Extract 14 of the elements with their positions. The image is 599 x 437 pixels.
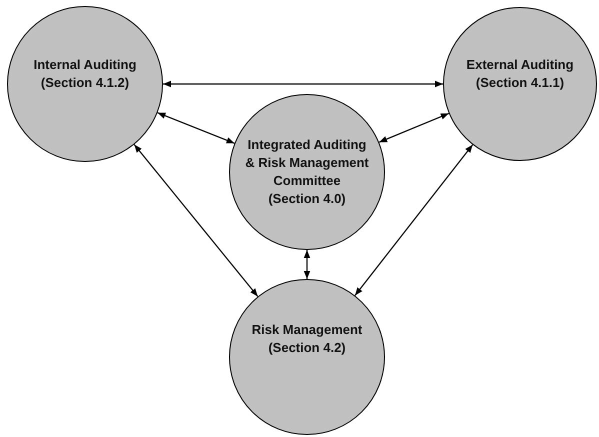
- node-label: External Auditing: [466, 56, 574, 74]
- node-label: Risk Management: [252, 321, 362, 339]
- node-label: (Section 4.1.2): [40, 74, 130, 92]
- node-label: (Section 4.1.1): [474, 74, 566, 92]
- double-arrow: [378, 112, 450, 143]
- node-label: (Section 4.0): [267, 190, 347, 208]
- double-arrow: [163, 80, 443, 88]
- node-label: (Section 4.2): [267, 339, 347, 357]
- node-label: Internal Auditing: [34, 56, 136, 74]
- double-arrow: [304, 250, 310, 279]
- double-arrow: [157, 112, 235, 144]
- double-arrow: [354, 144, 474, 296]
- node-label: Integrated Auditing & Risk Management Committee: [244, 136, 370, 190]
- double-arrow: [134, 144, 258, 297]
